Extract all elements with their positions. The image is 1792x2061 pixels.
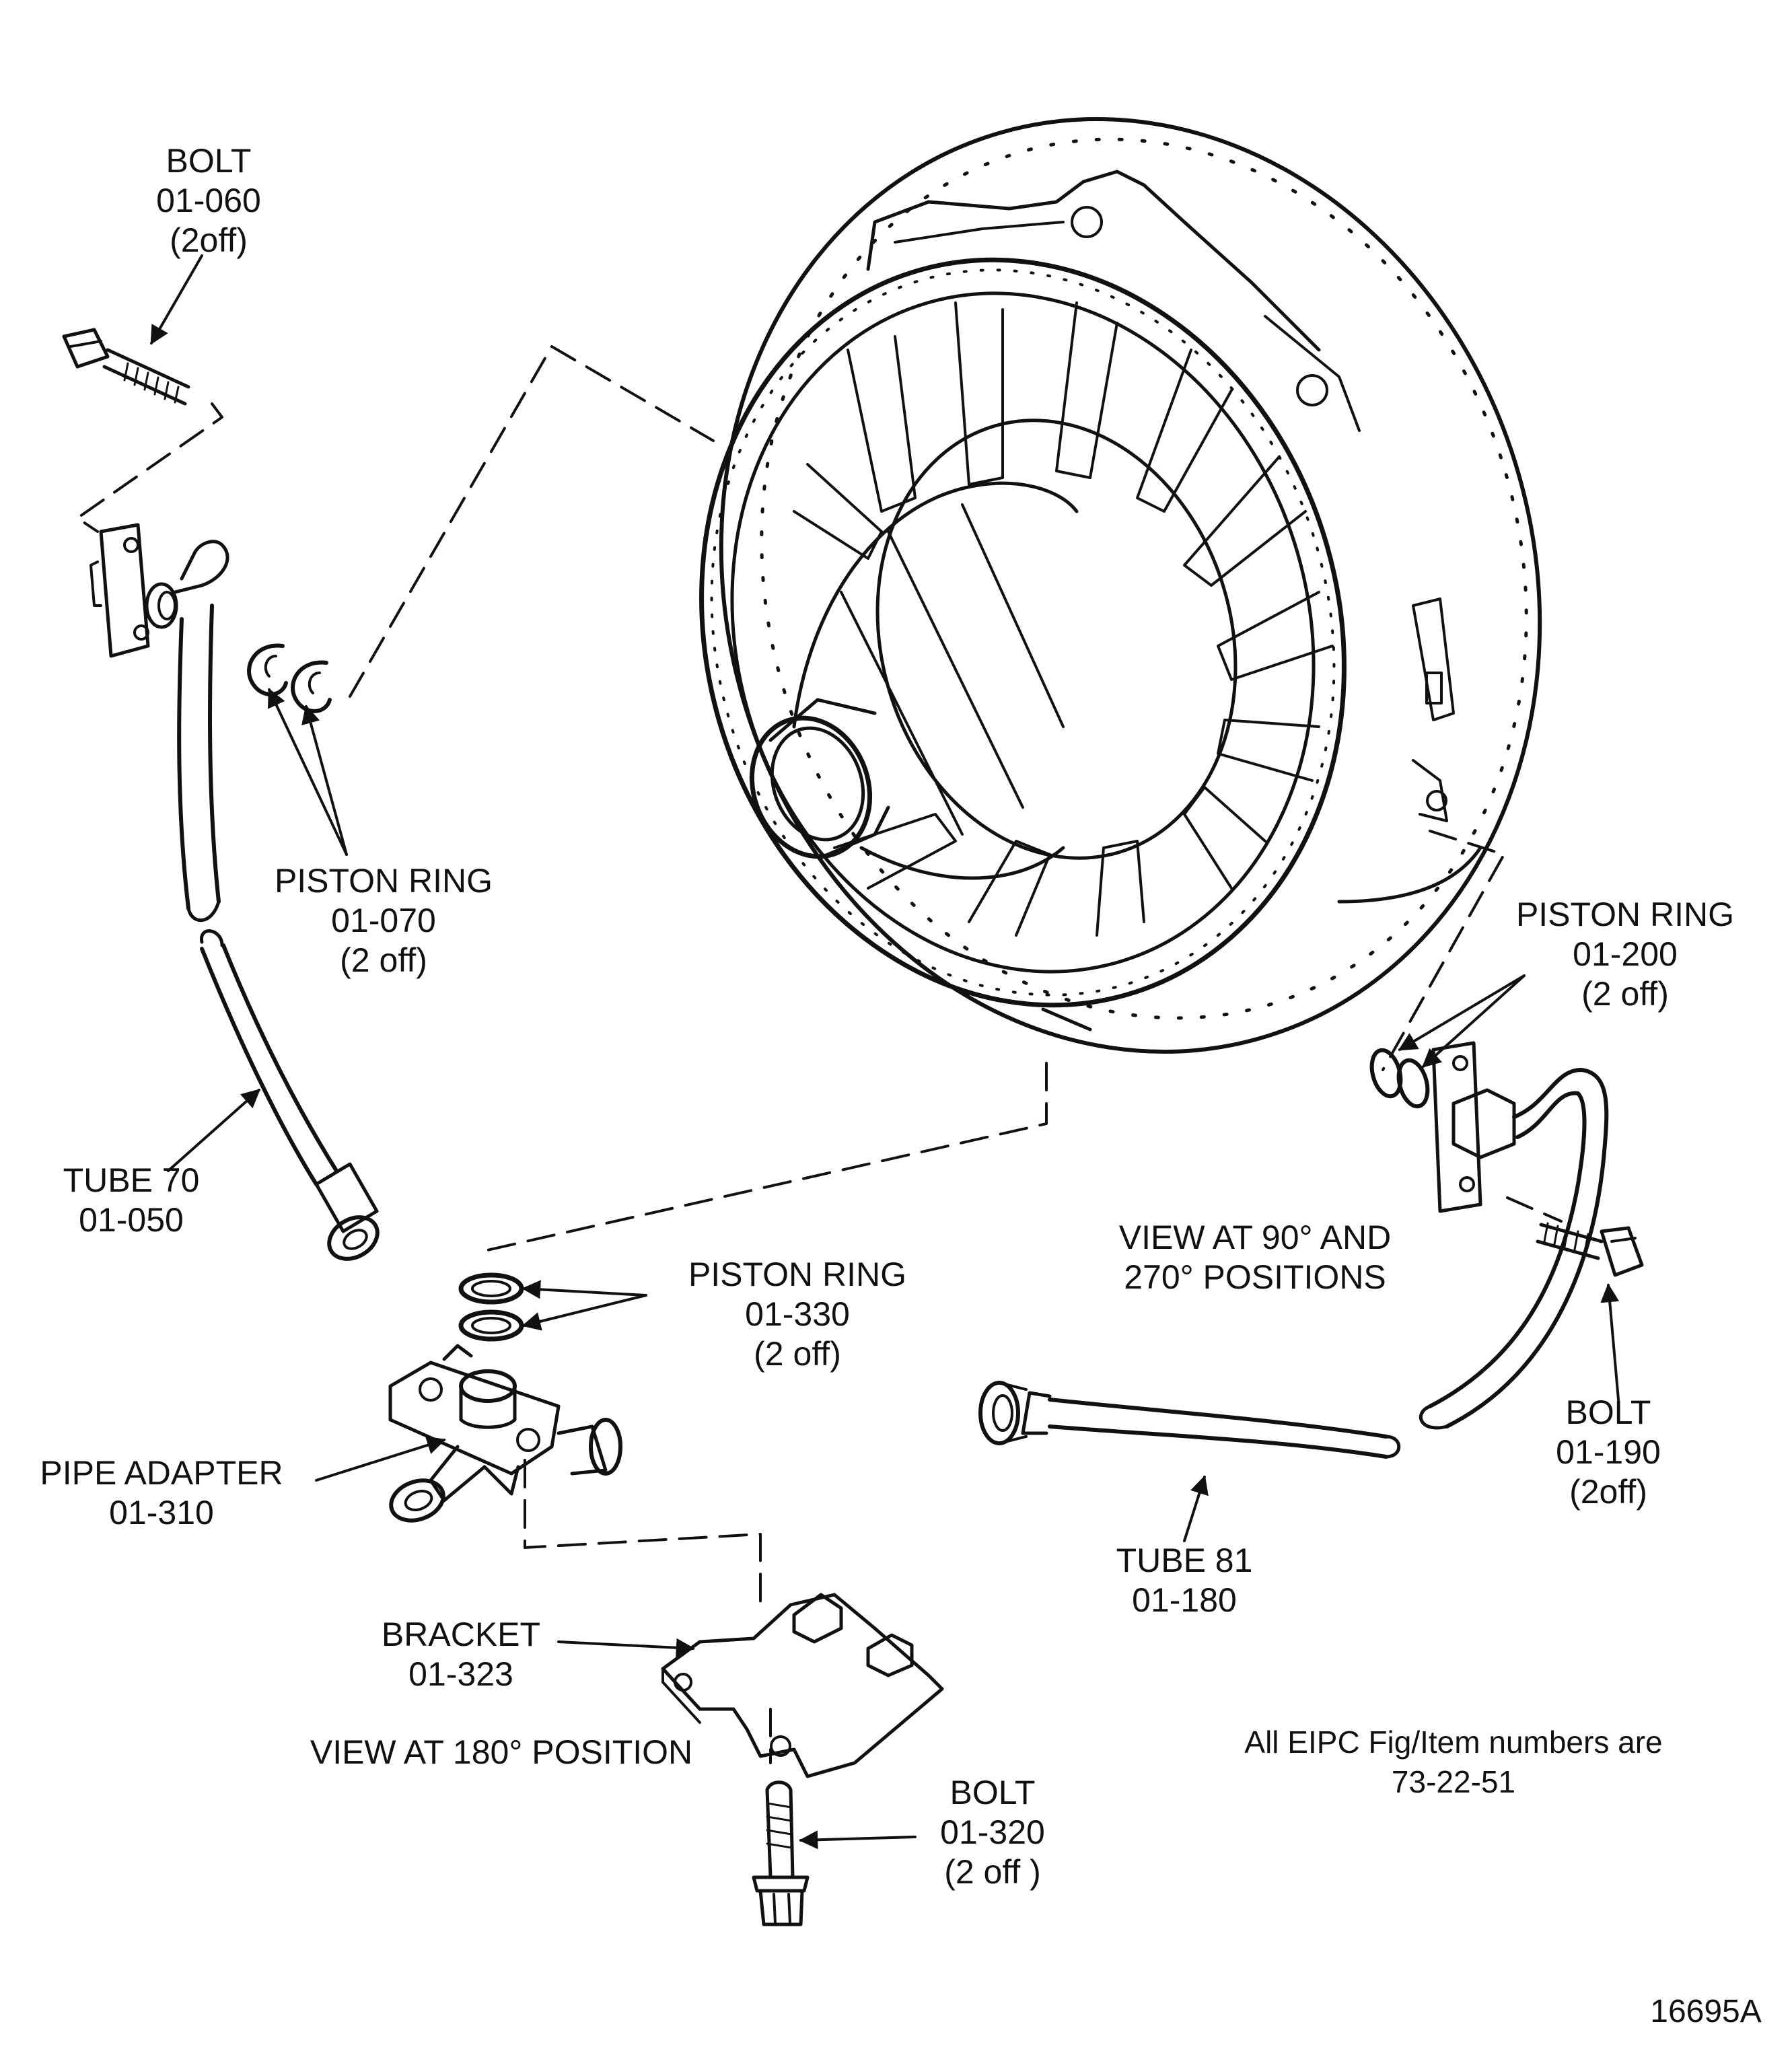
assembly-center-lines xyxy=(76,345,1563,1764)
callout-bolt-320-qty: (2 off ) xyxy=(944,1853,1041,1891)
callout-bolt-320-name: BOLT xyxy=(949,1774,1036,1811)
callout-piston-ring-070: PISTON RING 01-070 (2 off) xyxy=(275,861,493,980)
caption-view-90-270-line2: 270° POSITIONS xyxy=(1124,1258,1386,1296)
caption-view-180: VIEW AT 180° POSITION xyxy=(310,1733,692,1772)
callout-bracket-name: BRACKET xyxy=(381,1616,541,1653)
caption-view-90-270: VIEW AT 90° AND 270° POSITIONS xyxy=(1119,1218,1391,1297)
callout-bolt-190-number: 01-190 xyxy=(1556,1433,1661,1471)
tube-70-part xyxy=(89,523,380,1261)
callout-tube-81-name: TUBE 81 xyxy=(1116,1542,1253,1579)
callout-bracket-number: 01-323 xyxy=(408,1655,513,1693)
bolt-320-part xyxy=(752,1780,810,1926)
callout-tube-70: TUBE 70 01-050 xyxy=(63,1161,200,1240)
callout-piston-ring-330-number: 01-330 xyxy=(745,1295,850,1333)
pipe-adapter-part xyxy=(388,1344,622,1523)
callout-tube-81-number: 01-180 xyxy=(1132,1581,1237,1619)
callout-piston-ring-070-name: PISTON RING xyxy=(274,862,493,900)
callout-piston-ring-200: PISTON RING 01-200 (2 off) xyxy=(1516,895,1734,1014)
callout-arrows xyxy=(150,254,1620,1850)
main-case-assembly xyxy=(699,117,1542,1054)
callout-bracket: BRACKET 01-323 xyxy=(382,1615,540,1694)
callout-bolt-060-name: BOLT xyxy=(166,142,252,180)
callout-piston-ring-200-qty: (2 off) xyxy=(1581,975,1669,1013)
caption-view-90-270-line1: VIEW AT 90° AND xyxy=(1118,1219,1392,1256)
callout-pipe-adapter: PIPE ADAPTER 01-310 xyxy=(40,1453,283,1533)
callout-bolt-060: BOLT 01-060 (2off) xyxy=(156,141,261,260)
callout-tube-70-name: TUBE 70 xyxy=(63,1161,200,1199)
eipc-note-line2: 73-22-51 xyxy=(1391,1764,1516,1799)
piston-ring-070-part xyxy=(247,643,332,713)
callout-tube-81: TUBE 81 01-180 xyxy=(1116,1541,1253,1620)
callout-bolt-320-number: 01-320 xyxy=(940,1813,1045,1851)
piston-ring-330-part xyxy=(458,1272,524,1342)
piston-ring-200-part xyxy=(1369,1048,1430,1109)
eipc-note: All EIPC Fig/Item numbers are 73-22-51 xyxy=(1244,1723,1662,1802)
bolt-060-part xyxy=(62,328,190,406)
callout-bolt-190-qty: (2off) xyxy=(1569,1473,1647,1511)
callout-piston-ring-070-number: 01-070 xyxy=(331,902,436,939)
callout-bolt-060-number: 01-060 xyxy=(156,182,261,219)
callout-piston-ring-070-qty: (2 off) xyxy=(340,941,427,979)
callout-piston-ring-330-qty: (2 off) xyxy=(754,1335,841,1373)
callout-bolt-190: BOLT 01-190 (2off) xyxy=(1556,1393,1661,1512)
callout-pipe-adapter-name: PIPE ADAPTER xyxy=(40,1454,283,1492)
callout-piston-ring-200-name: PISTON RING xyxy=(1515,896,1735,933)
callout-bolt-320: BOLT 01-320 (2 off ) xyxy=(940,1773,1045,1892)
figure-number: 16695A xyxy=(1650,1994,1762,2029)
bolt-190-part xyxy=(1536,1222,1644,1277)
callout-piston-ring-200-number: 01-200 xyxy=(1573,935,1678,973)
callout-bolt-190-name: BOLT xyxy=(1565,1394,1651,1431)
caption-view-180-text: VIEW AT 180° POSITION xyxy=(310,1733,693,1771)
tube-81-part xyxy=(978,1041,1609,1459)
eipc-note-line1: All EIPC Fig/Item numbers are xyxy=(1244,1725,1663,1760)
callout-piston-ring-330-name: PISTON RING xyxy=(688,1256,907,1293)
callout-bolt-060-qty: (2off) xyxy=(170,221,248,259)
callout-tube-70-number: 01-050 xyxy=(79,1201,184,1239)
bracket-part xyxy=(661,1593,944,1778)
callout-piston-ring-330: PISTON RING 01-330 (2 off) xyxy=(688,1255,906,1374)
callout-pipe-adapter-number: 01-310 xyxy=(109,1494,214,1531)
